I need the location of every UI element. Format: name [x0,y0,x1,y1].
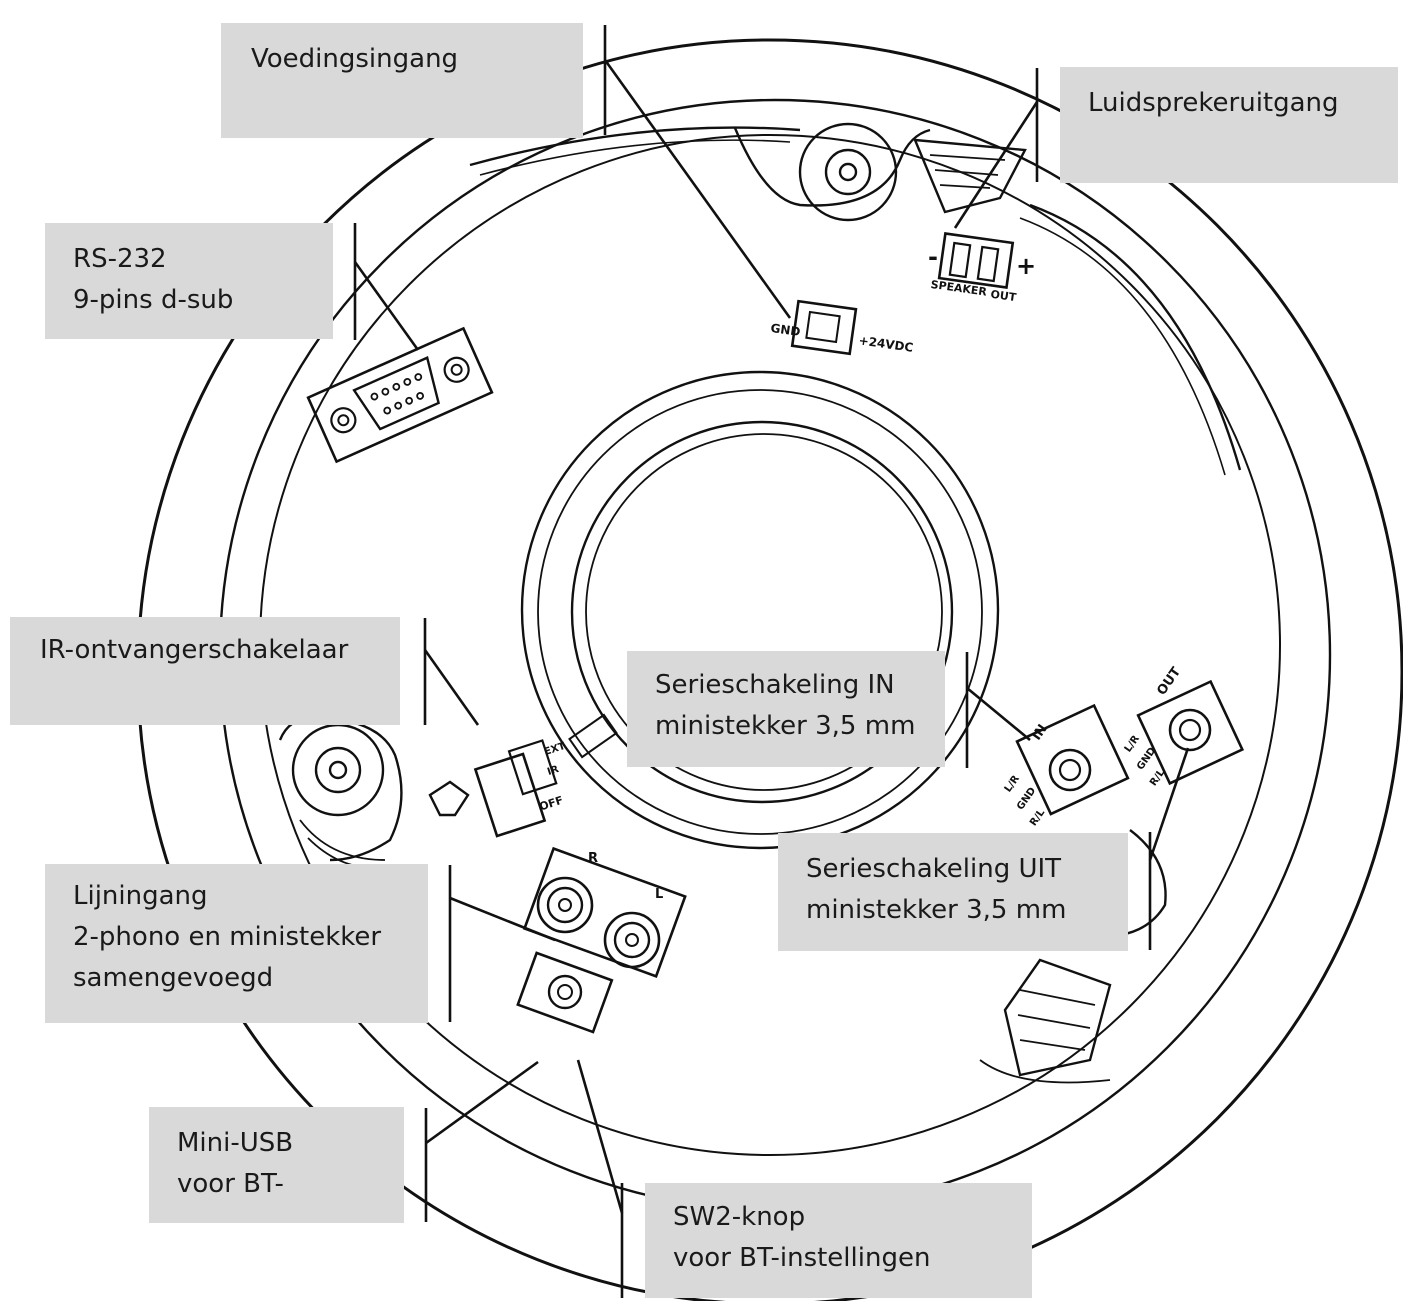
callout-series-out: Serieschakeling UIT ministekker 3,5 mm [778,833,1128,951]
top-mounting-clamp [733,122,1027,222]
mini-usb-line-1: Mini-USB [177,1128,294,1158]
callout-speaker-output: Luidsprekeruitgang [1060,67,1398,183]
driver-ring-2 [537,389,983,835]
series-out-pin-1: L/R [1123,733,1142,754]
series-out-line-1: Serieschakeling UIT [806,854,1062,884]
housing-right-contour-2 [1019,217,1226,476]
series-in-pin-2: GND [1015,786,1038,813]
speaker-minus-label: - [928,243,938,271]
speaker-output-line-1: Luidsprekeruitgang [1088,88,1339,118]
ir-switch-off-label: OFF [538,794,565,814]
phono-left-label: L [655,887,663,902]
series-out-pin-2: GND [1135,746,1158,773]
ir-switch-line-1: IR-ontvangerschakelaar [40,635,349,665]
bottom-right-mounting-clamp [979,829,1167,1084]
line-input-phono-sockets: R L [522,846,687,979]
series-in-pin-1: L/R [1003,773,1022,794]
series-out-mini-jack: OUT L/R GND R/L [1123,665,1245,788]
sw2-button-line-1: SW2-knop [673,1202,806,1232]
speaker-output-terminal: - + SPEAKER OUT [928,232,1036,305]
ir-switch-ext-label: EXT [543,741,567,758]
line-input-line-1: Lijningang [73,881,208,911]
callout-mini-usb: Mini-USB voor BT- [149,1107,404,1223]
driver-ring-3 [570,420,954,804]
power-input-line-1: Voedingsingang [251,44,459,74]
ir-switch-ir-label: IR [546,764,561,778]
driver-ring-outer [520,370,1000,850]
left-mounting-clamp [278,716,403,869]
housing-top-contour-2 [479,139,791,176]
series-out-label: OUT [1154,665,1184,699]
speaker-pin-label-2: OUT [990,288,1018,305]
ir-receiver-switch: EXT IR OFF [428,713,618,838]
sw2-button-line-2: voor BT-instellingen [673,1243,931,1273]
line-input-mini-jack [516,951,614,1034]
series-in-line-2: ministekker 3,5 mm [655,711,916,741]
series-out-line-2: ministekker 3,5 mm [806,895,1067,925]
callout-line-input: Lijningang 2-phono en ministekker sameng… [45,864,428,1023]
housing-right-contour [1029,203,1242,471]
power-gnd-label: GND [770,321,802,339]
driver-ring-inner [585,433,943,791]
series-in-label: IN [1029,722,1050,743]
series-in-mini-jack: IN L/R GND R/L [1003,703,1130,828]
mini-usb-line-2: voor BT- [177,1169,284,1199]
callout-sw2-button: SW2-knop voor BT-instellingen [645,1183,1032,1298]
power-input-terminal: GND +24VDC [770,299,914,356]
line-input-line-2: 2-phono en ministekker [73,922,382,952]
callout-series-in: Serieschakeling IN ministekker 3,5 mm [627,651,945,767]
callout-power-input: Voedingsingang [221,23,583,138]
series-in-pin-3: R/L [1028,807,1048,828]
housing-top-contour [469,126,801,167]
speaker-plus-label: + [1016,252,1036,280]
phono-right-label: R [588,851,598,866]
speaker-pin-label-1: SPEAKER [930,278,988,299]
rs232-line-1: RS-232 [73,244,167,274]
line-input-line-3: samengevoegd [73,963,274,993]
rs232-dsub-connector [306,326,494,464]
power-24vdc-label: +24VDC [858,333,914,355]
rs232-line-2: 9-pins d-sub [73,285,234,315]
callout-rs232: RS-232 9-pins d-sub [45,223,333,339]
series-in-line-1: Serieschakeling IN [655,670,895,700]
callout-ir-switch: IR-ontvangerschakelaar [10,617,400,725]
leader-lines [353,25,1190,1298]
